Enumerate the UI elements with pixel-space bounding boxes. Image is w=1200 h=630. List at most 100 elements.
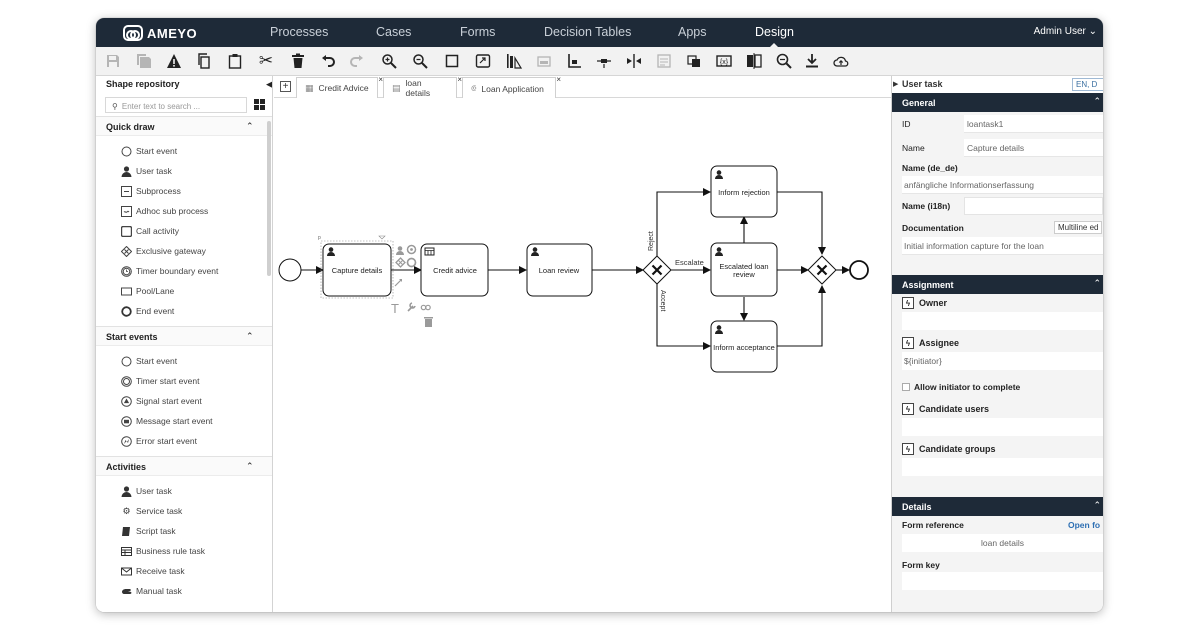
align-vertical-icon[interactable]	[503, 51, 525, 71]
flow-reject[interactable]	[656, 188, 711, 256]
zoom-actual-icon[interactable]	[441, 51, 463, 71]
nav-design[interactable]: Design	[755, 25, 794, 39]
close-tab-icon[interactable]: ×	[378, 75, 383, 84]
candidate-users-input[interactable]	[902, 418, 1103, 436]
copy-icon[interactable]	[193, 51, 215, 71]
section-details[interactable]: Details ⌃	[892, 497, 1103, 516]
open-form-link[interactable]: Open fo	[1068, 520, 1101, 530]
shape-user-task[interactable]: User task	[96, 161, 272, 181]
task-inform-acceptance[interactable]: Inform acceptance	[710, 320, 778, 373]
start-event[interactable]	[278, 258, 302, 282]
assignee-input[interactable]: ${initiator}	[902, 352, 1103, 370]
shape-call-activity[interactable]: Call activity	[96, 221, 272, 241]
task-escalated-loan-review[interactable]: Escalated loan review	[710, 242, 778, 297]
section-general[interactable]: General ⌃	[892, 93, 1103, 112]
tab-credit-advice[interactable]: ▦ Credit Advice ×	[296, 75, 383, 98]
wrench-icon[interactable]	[407, 302, 416, 312]
name-i18n-input[interactable]	[964, 197, 1103, 215]
nav-processes[interactable]: Processes	[270, 25, 329, 39]
chevron-up-icon[interactable]: ⌃	[246, 331, 254, 341]
upload-cloud-icon[interactable]	[830, 51, 852, 71]
align-middle-icon[interactable]	[593, 51, 615, 71]
shape-repository-scrollbar[interactable]	[267, 121, 271, 276]
form-reference-input[interactable]: loan details	[902, 534, 1103, 552]
shape-message-start-event[interactable]: Message start event	[96, 411, 272, 431]
shape-start-event[interactable]: Start event	[96, 351, 272, 371]
chevron-up-icon[interactable]: ⌃	[1093, 278, 1101, 288]
chevron-up-icon[interactable]: ⌃	[1093, 500, 1101, 510]
shape-exclusive-gateway[interactable]: Exclusive gateway	[96, 241, 272, 261]
sequence-flow[interactable]	[777, 285, 826, 347]
comment-icon[interactable]	[653, 51, 675, 71]
save-as-icon[interactable]	[133, 51, 155, 71]
section-assignment[interactable]: Assignment ⌃	[892, 275, 1103, 294]
redo-icon[interactable]	[346, 51, 368, 71]
text-annotation-icon[interactable]: T	[391, 301, 399, 316]
section-start-events[interactable]: Start events ⌃	[96, 326, 272, 346]
documentation-input[interactable]: Initial information capture for the loan	[902, 237, 1103, 255]
resize-handle[interactable]	[378, 235, 386, 240]
warning-icon[interactable]	[163, 51, 185, 71]
translate-icon[interactable]	[683, 51, 705, 71]
search-icon[interactable]	[773, 51, 795, 71]
zoom-fit-icon[interactable]	[472, 51, 494, 71]
append-user-task-icon[interactable]	[396, 246, 404, 255]
resize-handle[interactable]: p	[318, 235, 321, 241]
candidate-groups-input[interactable]	[902, 458, 1103, 476]
connect-icon[interactable]	[394, 279, 402, 287]
flow-accept[interactable]	[656, 284, 711, 350]
delete-icon[interactable]	[287, 51, 309, 71]
shape-script-task[interactable]: Script task	[96, 521, 272, 541]
shape-pool-lane[interactable]: Pool/Lane	[96, 281, 272, 301]
append-gateway-icon[interactable]	[395, 257, 406, 268]
shape-search-input[interactable]: ⚲ Enter text to search ...	[105, 97, 247, 113]
grid-view-icon[interactable]	[254, 99, 265, 110]
shape-user-task[interactable]: User task	[96, 481, 272, 501]
shape-error-start-event[interactable]: Error start event	[96, 431, 272, 451]
section-activities[interactable]: Activities ⌃	[96, 456, 272, 476]
owner-input[interactable]	[902, 312, 1103, 330]
shape-business-rule-task[interactable]: Business rule task	[96, 541, 272, 561]
append-gear-icon[interactable]	[406, 244, 417, 255]
name-input[interactable]: Capture details	[964, 139, 1103, 157]
exclusive-gateway-decision[interactable]	[642, 255, 672, 285]
nav-forms[interactable]: Forms	[460, 25, 496, 39]
add-tab-button[interactable]: +	[280, 81, 291, 92]
undo-icon[interactable]	[317, 51, 339, 71]
task-loan-review[interactable]: Loan review	[526, 243, 593, 297]
expression-bolt-icon[interactable]: ϟ	[902, 403, 914, 415]
cut-icon[interactable]: ✂	[258, 51, 274, 70]
align-bottom-icon[interactable]	[563, 51, 585, 71]
expression-bolt-icon[interactable]: ϟ	[902, 297, 914, 309]
trash-icon[interactable]	[424, 317, 433, 327]
task-inform-rejection[interactable]: Inform rejection	[710, 165, 778, 218]
nav-apps[interactable]: Apps	[678, 25, 707, 39]
close-tab-icon[interactable]: ×	[556, 75, 561, 84]
sequence-flow[interactable]	[777, 191, 826, 255]
process-canvas[interactable]: p Capture details Credit advice Loan rev…	[274, 98, 891, 612]
variables-icon[interactable]: {x}	[713, 51, 735, 71]
id-input[interactable]: loantask1	[964, 115, 1103, 133]
link-icon[interactable]	[420, 304, 431, 311]
chevron-up-icon[interactable]: ⌃	[1093, 96, 1101, 106]
compare-icon[interactable]	[743, 51, 765, 71]
nav-decision-tables[interactable]: Decision Tables	[544, 25, 632, 39]
align-horizontal-icon[interactable]	[533, 51, 555, 71]
same-size-icon[interactable]	[623, 51, 645, 71]
save-icon[interactable]	[102, 51, 124, 71]
task-capture-details[interactable]: Capture details	[322, 243, 392, 297]
exclusive-gateway-merge[interactable]	[807, 255, 837, 285]
paste-icon[interactable]	[224, 51, 246, 71]
shape-manual-task[interactable]: Manual task	[96, 581, 272, 601]
zoom-out-icon[interactable]	[409, 51, 431, 71]
form-key-input[interactable]	[902, 572, 1103, 590]
download-icon[interactable]	[801, 51, 823, 71]
expression-bolt-icon[interactable]: ϟ	[902, 337, 914, 349]
section-quick-draw[interactable]: Quick draw ⌃	[96, 116, 272, 136]
collapse-panel-icon[interactable]: ◀	[266, 79, 273, 89]
shape-receive-task[interactable]: Receive task	[96, 561, 272, 581]
zoom-in-icon[interactable]	[378, 51, 400, 71]
append-end-event-icon[interactable]	[406, 257, 417, 268]
nav-cases[interactable]: Cases	[376, 25, 412, 39]
shape-adhoc-sub-process[interactable]: Adhoc sub process	[96, 201, 272, 221]
